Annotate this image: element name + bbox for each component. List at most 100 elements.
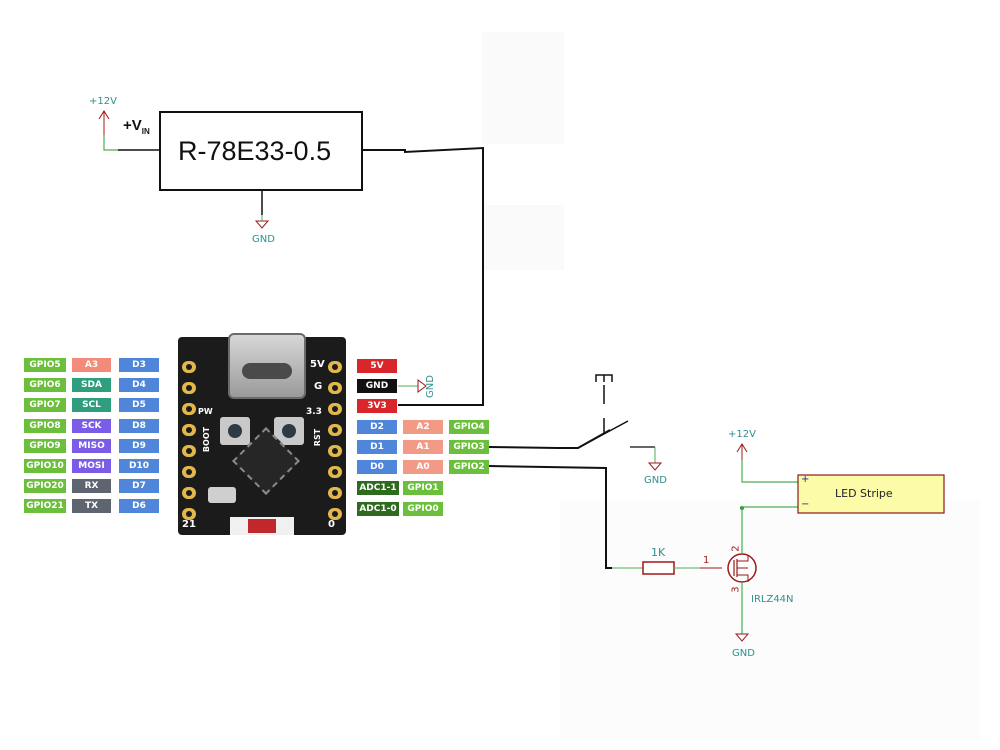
vin-label-main: +V <box>123 117 142 134</box>
silk-pw: PW <box>198 407 213 416</box>
source-pin-number: 3 <box>730 586 742 593</box>
analog-label: A1 <box>403 440 443 454</box>
digital-label: D10 <box>119 459 159 473</box>
esp32-c3-board: 5V G 3.3 PW BOOT RST 21 0 <box>178 333 346 535</box>
pin-pad <box>328 424 342 436</box>
mosfet-source <box>737 574 749 582</box>
usb-c-connector <box>228 333 306 399</box>
vout-wire <box>362 146 484 406</box>
gpio-label: GPIO0 <box>403 502 443 516</box>
led-minus-label: − <box>801 499 810 510</box>
power-pin-label: 3V3 <box>357 399 397 413</box>
usb-slot <box>242 363 292 379</box>
reset-button <box>274 417 304 445</box>
corner-label-right: 0 <box>328 519 335 530</box>
antenna <box>230 517 294 535</box>
gpio3-wire <box>487 429 611 449</box>
digital-label: D0 <box>357 460 397 474</box>
analog-label: A2 <box>403 420 443 434</box>
silk-g: G <box>314 381 323 392</box>
resistor-value-label: 1K <box>651 546 666 559</box>
silk-5v: 5V <box>310 359 325 370</box>
gpio-label: GPIO8 <box>24 418 66 433</box>
pin-pad <box>182 403 196 415</box>
pin-pad <box>182 424 196 436</box>
crystal <box>208 487 236 503</box>
pin-pad <box>182 445 196 457</box>
gpio-label: GPIO20 <box>24 479 66 494</box>
led-stripe-label: LED Stripe <box>835 487 893 500</box>
led-plus-label: + <box>801 474 810 485</box>
digital-label: D2 <box>357 420 397 434</box>
gpio-label: GPIO5 <box>24 358 66 372</box>
gpio-label: GPIO3 <box>449 440 489 454</box>
supply-wire <box>103 135 118 151</box>
corner-label-left: 21 <box>182 519 196 530</box>
gpio-label: GPIO2 <box>449 460 489 474</box>
drain-pin-number: 2 <box>730 545 742 552</box>
digital-label: D6 <box>119 499 159 514</box>
supply-arrow-icon <box>736 443 748 453</box>
digital-label: D1 <box>357 440 397 454</box>
function-label: MISO <box>72 438 111 453</box>
mosfet-part-label: IRLZ44N <box>751 594 794 605</box>
pin-pad <box>328 445 342 457</box>
digital-label: D9 <box>119 438 159 453</box>
pin-pad <box>182 487 196 499</box>
adc-label: ADC1-1 <box>357 481 399 495</box>
led-minus-wire <box>741 506 798 508</box>
pin-pad <box>328 382 342 394</box>
silk-3v3: 3.3 <box>306 407 322 417</box>
ground-icon <box>254 220 270 229</box>
background-patch <box>560 500 980 740</box>
ground-icon <box>647 462 663 471</box>
gpio-label: GPIO10 <box>24 459 66 473</box>
function-label: SCK <box>72 418 111 433</box>
vin-label-sub: IN <box>141 127 150 136</box>
digital-label: D7 <box>119 479 159 494</box>
function-label: TX <box>72 499 111 514</box>
regulator-part-label: R-78E33-0.5 <box>178 136 332 166</box>
led-plus-wire <box>741 460 798 483</box>
gpio-label: GPIO6 <box>24 378 66 393</box>
pin-pad <box>182 508 196 520</box>
gpio2-wire <box>487 465 612 569</box>
resistor-icon <box>642 561 675 575</box>
silk-boot: BOOT <box>202 426 212 453</box>
digital-label: D8 <box>119 418 159 433</box>
supply-arrow-icon <box>98 110 110 120</box>
ground-icon <box>417 379 427 393</box>
pin-pad <box>328 403 342 415</box>
pin-pad <box>182 382 196 394</box>
pin-pad <box>328 508 342 520</box>
regulator-gnd-label: GND <box>252 234 275 245</box>
adc-label: ADC1-0 <box>357 502 399 516</box>
silk-rst: RST <box>313 428 323 447</box>
pin-pad <box>182 466 196 478</box>
power-pin-label: 5V <box>357 359 397 373</box>
supply-label: +12V <box>89 96 117 107</box>
switch-lever <box>577 420 629 449</box>
gpio-label: GPIO7 <box>24 398 66 413</box>
pin-pad <box>182 361 196 373</box>
pin-pad <box>328 466 342 478</box>
function-label: A3 <box>72 358 111 372</box>
gpio-label: GPIO1 <box>403 481 443 495</box>
gnd-pin-ground-label: GND <box>425 375 436 398</box>
digital-label: D4 <box>119 378 159 393</box>
pin-pad <box>328 361 342 373</box>
boot-button <box>220 417 250 445</box>
analog-label: A0 <box>403 460 443 474</box>
digital-label: D5 <box>119 398 159 413</box>
led-stripe-box <box>797 474 945 514</box>
pin-pad <box>328 487 342 499</box>
gpio-label: GPIO21 <box>24 499 66 514</box>
ground-icon <box>734 633 750 642</box>
power-pin-label: GND <box>357 379 397 393</box>
gpio-label: GPIO4 <box>449 420 489 434</box>
function-label: RX <box>72 479 111 494</box>
mosfet-drain <box>737 555 749 562</box>
function-label: SDA <box>72 378 111 393</box>
